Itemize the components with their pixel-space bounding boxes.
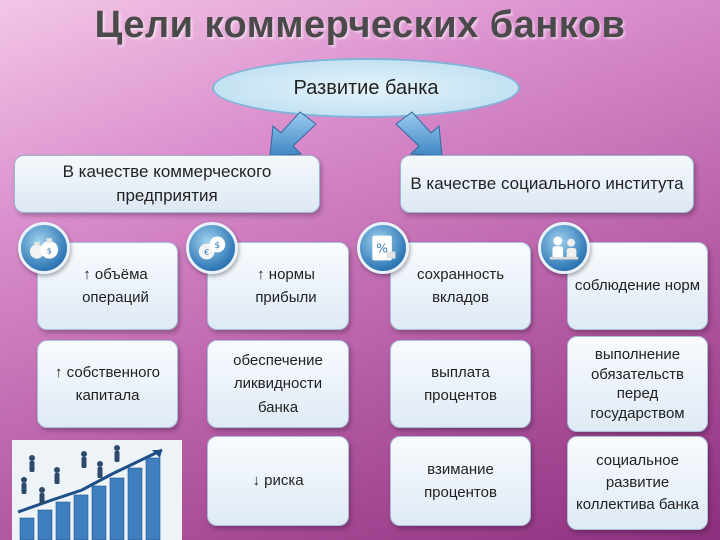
left-arrow-icon: [269, 111, 317, 157]
svg-text:%: %: [376, 241, 388, 255]
card-social-development: социальное развитие коллектива банка: [567, 436, 708, 530]
page-title: Цели коммерческих банков: [94, 4, 626, 46]
card-own-capital: ↑ собственного капитала: [37, 340, 178, 428]
card-liquidity: обеспечение ликвидности банка: [207, 340, 349, 428]
svg-text:€: €: [204, 248, 209, 257]
card-state-obligations: выполнение обязательств перед государств…: [567, 336, 708, 432]
svg-text:$: $: [47, 246, 52, 255]
money-bags-icon: $: [18, 222, 70, 274]
social-institution-header: В качестве социального института: [400, 155, 694, 213]
commercial-enterprise-label: В качестве коммерческого предприятия: [62, 162, 272, 205]
svg-text:$: $: [214, 241, 220, 251]
right-arrow-icon: [395, 111, 443, 157]
card-interest-charge: взимание процентов: [390, 436, 531, 526]
percent-document-icon: %: [357, 222, 409, 274]
commercial-enterprise-header: В качестве коммерческого предприятия: [14, 155, 320, 213]
goal-oval: Развитие банка: [212, 58, 520, 118]
dollar-coins-icon: $ €: [186, 222, 238, 274]
business-people-icon: [538, 222, 590, 274]
card-interest-payment: выплата процентов: [390, 340, 531, 428]
card-compliance: соблюдение норм: [567, 242, 708, 330]
card-risk: ↓ риска: [207, 436, 349, 526]
social-institution-label: В качестве социального института: [410, 174, 684, 194]
card-deposit-safety: сохранность вкладов: [390, 242, 531, 330]
business-growth-image: [12, 440, 182, 540]
